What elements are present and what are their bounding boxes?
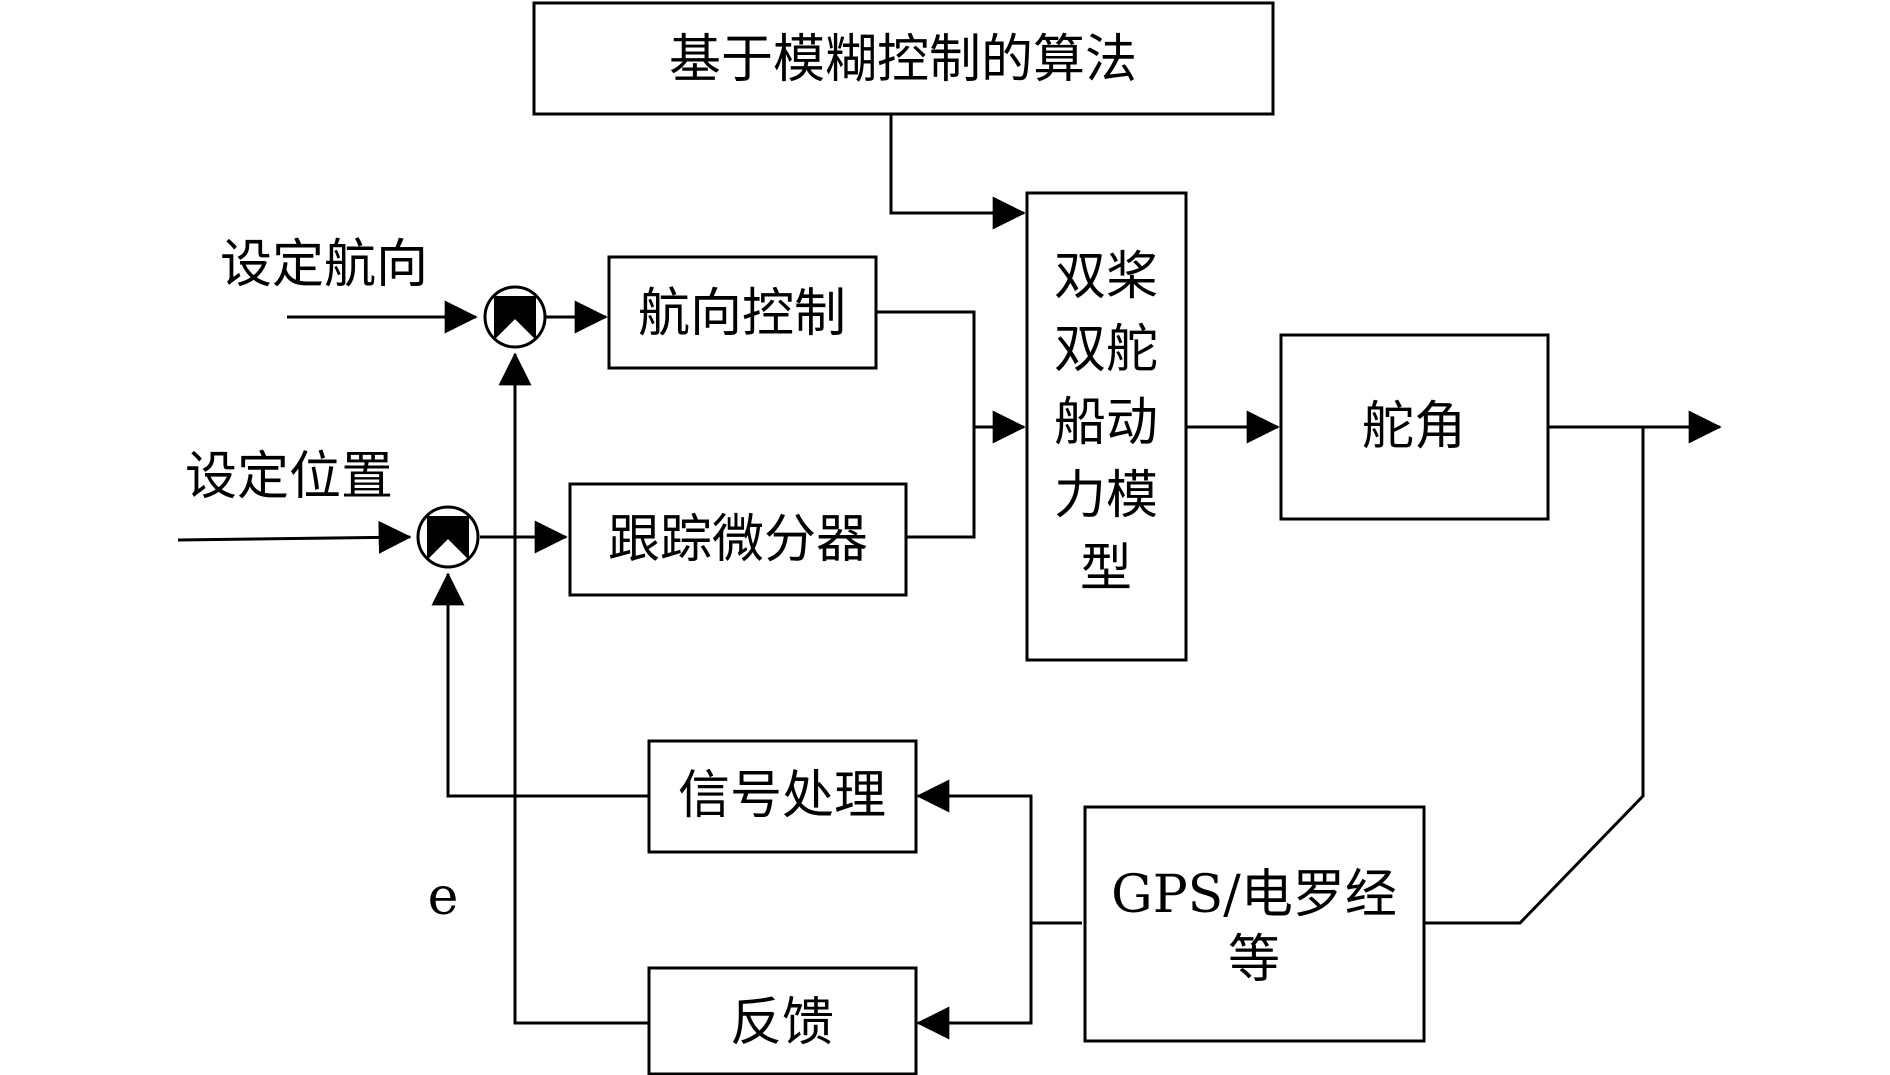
input-label-set-position: 设定位置 xyxy=(185,447,393,507)
block-gps-compass-line-1: GPS/电罗经 xyxy=(1111,865,1397,925)
wire-fuzzy-to-dynamics-model xyxy=(889,114,1026,230)
wire-signal-processing-to-sum2 xyxy=(431,572,649,798)
block-fuzzy-algorithm: 基于模糊控制的算法 xyxy=(532,1,1275,116)
block-gps-compass: GPS/电罗经 等 xyxy=(1083,805,1426,1043)
wire-split-to-signal-processing xyxy=(916,779,1033,923)
block-signal-processing-label: 信号处理 xyxy=(678,766,886,826)
block-signal-processing: 信号处理 xyxy=(647,739,918,854)
summing-junction-position xyxy=(416,505,480,569)
block-dynamics-model: 双桨 双舵 船动 力模 型 xyxy=(1025,191,1188,662)
connection-lines xyxy=(177,114,1722,1040)
input-label-set-heading: 设定航向 xyxy=(220,235,428,295)
block-tracking-differentiator-label: 跟踪微分器 xyxy=(608,510,868,570)
block-dynamics-model-line-2: 双舵 xyxy=(1054,320,1158,380)
block-fuzzy-algorithm-label: 基于模糊控制的算法 xyxy=(669,30,1137,90)
block-dynamics-model-line-1: 双桨 xyxy=(1054,247,1158,307)
block-dynamics-model-line-4: 力模 xyxy=(1054,466,1158,526)
block-rudder-angle: 舵角 xyxy=(1279,333,1550,521)
wire-split-to-feedback xyxy=(916,923,1033,1040)
wire-heading-control-merge xyxy=(876,310,976,427)
block-dynamics-model-line-5: 型 xyxy=(1080,539,1132,599)
error-symbol-label: e xyxy=(428,867,459,927)
block-feedback-label: 反馈 xyxy=(730,993,834,1053)
block-feedback: 反馈 xyxy=(647,966,918,1075)
wire-feedback-to-sum1 xyxy=(498,352,649,1025)
block-heading-control-label: 航向控制 xyxy=(638,284,846,344)
wire-tracking-merge xyxy=(906,427,976,539)
block-heading-control: 航向控制 xyxy=(607,255,878,370)
block-gps-compass-line-2: 等 xyxy=(1228,930,1280,990)
wire-output-to-sensor xyxy=(1424,427,1645,925)
block-rudder-angle-label: 舵角 xyxy=(1362,397,1466,457)
wire-set-position-to-sum2 xyxy=(177,520,412,554)
block-tracking-differentiator: 跟踪微分器 xyxy=(568,482,908,597)
summing-junction-heading xyxy=(483,285,547,349)
block-dynamics-model-line-3: 船动 xyxy=(1054,393,1158,453)
